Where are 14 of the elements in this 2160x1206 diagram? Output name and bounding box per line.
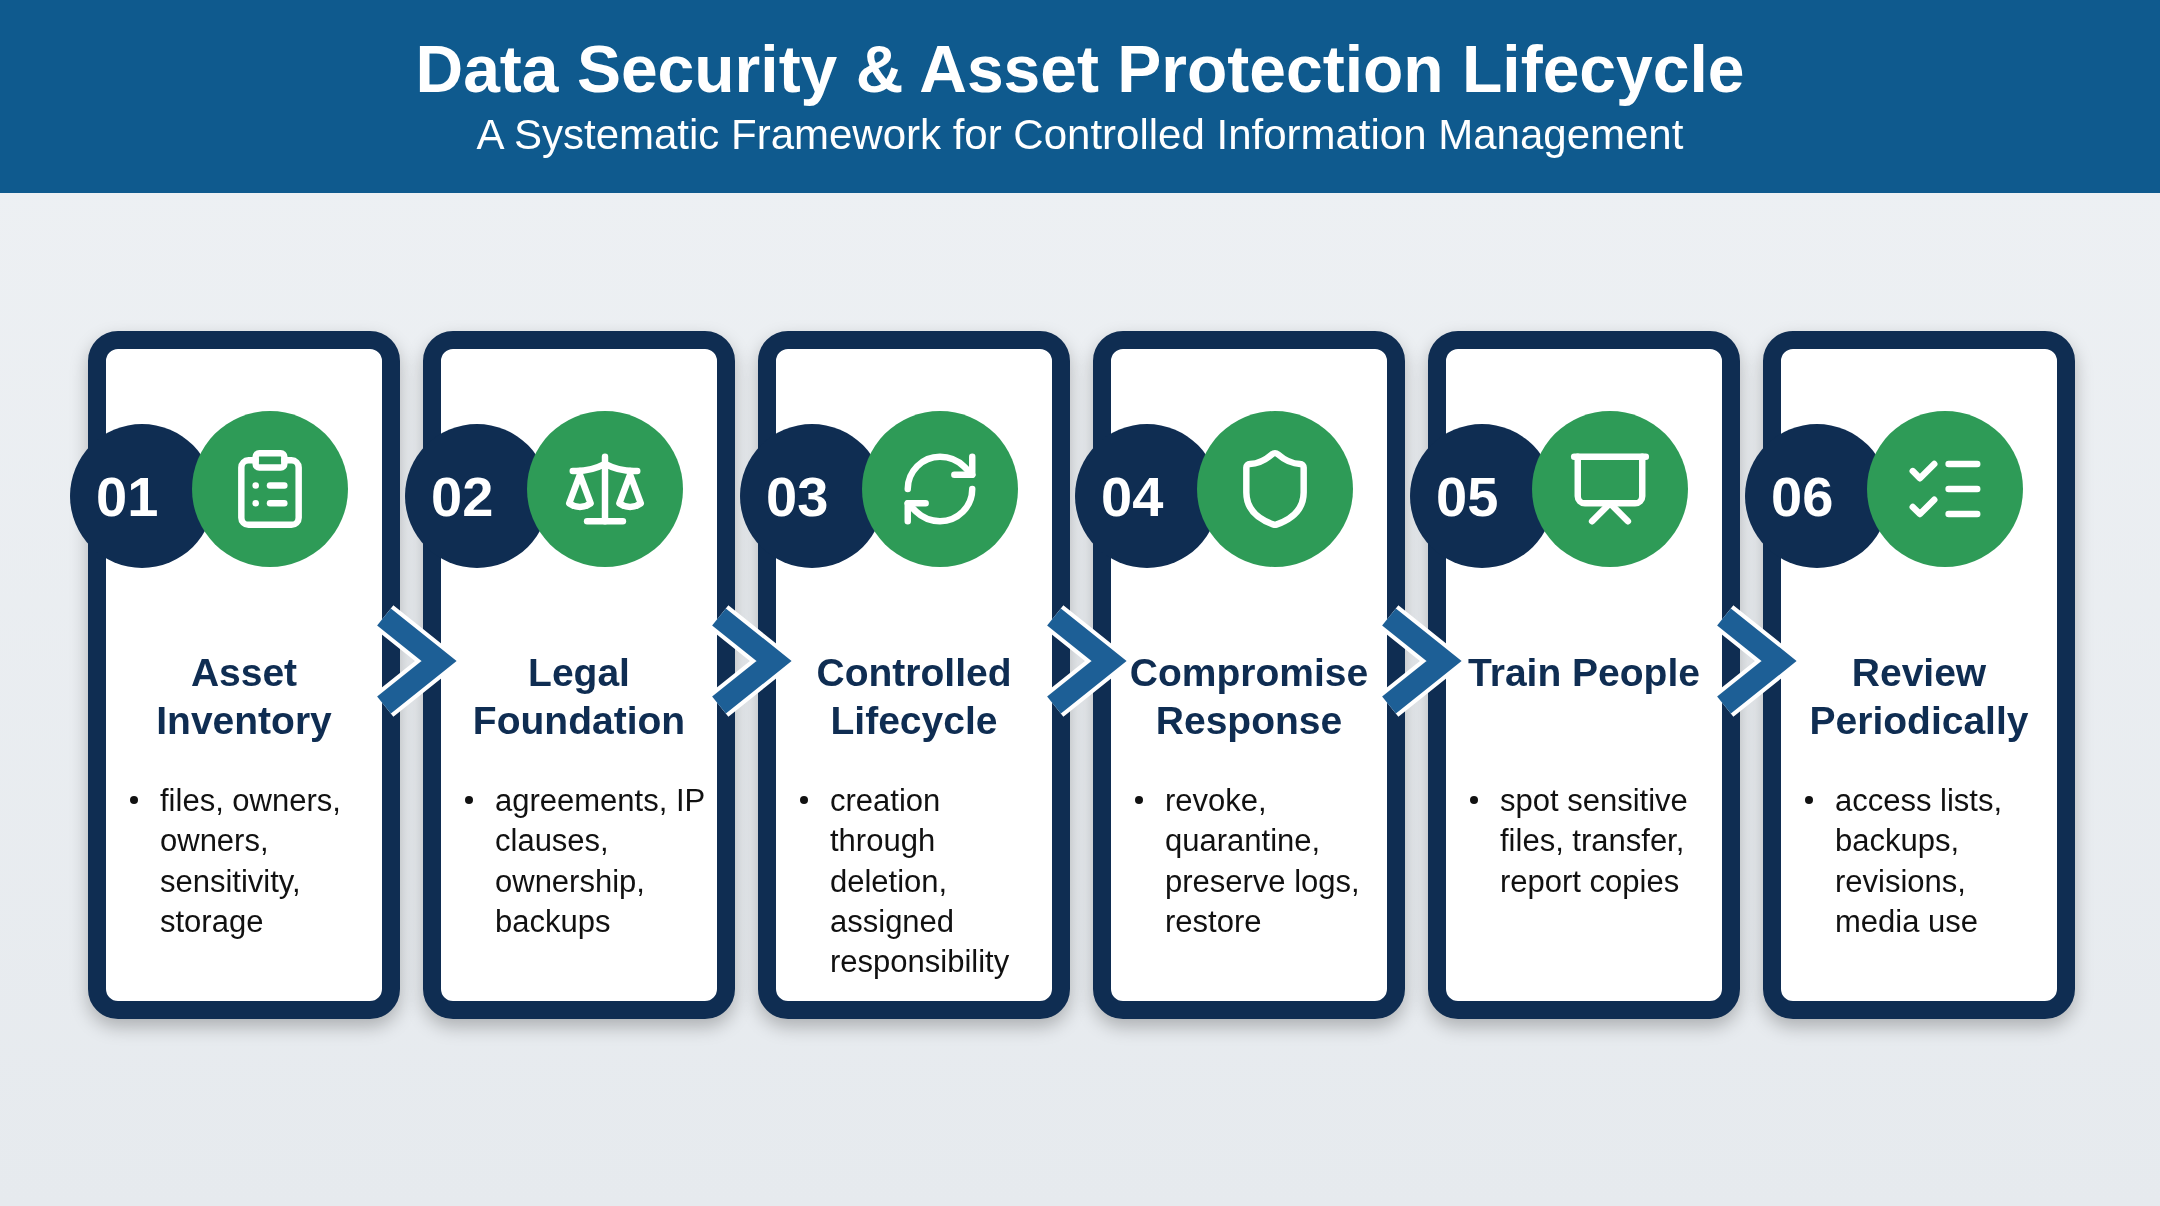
step-title: Controlled Lifecycle	[815, 650, 1013, 744]
subtitle: A Systematic Framework for Controlled Information Management	[476, 109, 1684, 160]
bullet-text: access lists, backups, revisions, media use	[1801, 781, 2049, 943]
step-title: Compromise Response	[1128, 650, 1370, 744]
bullet-text: creation through deletion, assigned responsibility	[796, 781, 1044, 983]
bullet-text: agreements, IP clauses, ownership, backups	[461, 781, 709, 943]
bullet-text: revoke, quarantine, preserve logs, restore	[1131, 781, 1379, 943]
step-title: Review Periodically	[1808, 650, 2030, 744]
title: Data Security & Asset Protection Lifecycle	[415, 33, 1745, 106]
bullet-text: files, owners, owners, sensitivity, storage	[126, 781, 374, 943]
step-title: Asset Inventory	[155, 650, 333, 744]
step-title: Legal Foundation	[471, 650, 687, 744]
step-title: Train People	[1467, 650, 1701, 696]
bullet-text: spot sensitive files, transfer, report copies	[1466, 781, 1714, 902]
